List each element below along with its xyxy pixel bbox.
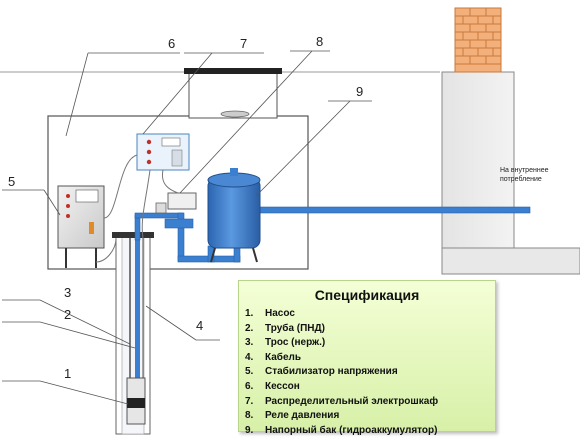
spec-item-index: 5. (245, 366, 254, 378)
spec-item-2: 2. Труба (ПНД) (245, 322, 495, 337)
pipeline (134, 206, 531, 263)
spec-item-1: 1. Насос (245, 307, 495, 322)
callout-8: 8 (316, 34, 324, 49)
spec-item-4: 4. Кабель (245, 351, 495, 366)
leader-lines (2, 50, 372, 405)
specification-panel: Спецификация 1. Насос 2. Труба (ПНД) 3. Тро… (238, 280, 496, 436)
spec-item-index: 9. (245, 424, 254, 436)
brick-chimney (454, 7, 502, 73)
callout-6: 6 (168, 36, 176, 51)
spec-item-text: Распределительный электрошкаф (265, 395, 439, 407)
caisson-neck (188, 71, 278, 119)
spec-item-text: Кабель (265, 351, 302, 363)
spec-item-index: 4. (245, 351, 254, 363)
spec-item-index: 2. (245, 322, 254, 334)
spec-item-index: 7. (245, 395, 254, 407)
callout-4: 4 (196, 318, 204, 333)
spec-item-text: Напорный бак (гидроаккумулятор) (265, 424, 438, 436)
spec-item-index: 3. (245, 337, 254, 349)
spec-item-text: Насос (265, 308, 295, 319)
spec-item-text: Кессон (265, 380, 300, 392)
wiring (95, 154, 179, 263)
electric-cabinet (136, 133, 190, 171)
pressure-relay (155, 192, 197, 214)
callout-7: 7 (240, 36, 248, 51)
callout-2: 2 (64, 307, 72, 322)
callout-3: 3 (64, 285, 72, 300)
submersible-pump (126, 377, 146, 425)
spec-item-text: Стабилизатор напряжения (265, 366, 398, 378)
voltage-stabilizer (57, 185, 105, 268)
spec-item-index: 8. (245, 410, 254, 422)
pnd-pipe (135, 238, 140, 398)
house-foundation (441, 247, 580, 275)
spec-item-7: 7. Распределительный электрошкаф (245, 395, 495, 410)
specification-list: 1. Насос 2. Труба (ПНД) 3. Трос (нерж.) 4. К… (239, 307, 495, 438)
spec-item-index: 1. (245, 308, 254, 319)
spec-item-9: 9. Напорный бак (гидроаккумулятор) (245, 424, 495, 438)
hatch (220, 110, 250, 118)
callout-1: 1 (64, 366, 72, 381)
spec-item-index: 6. (245, 380, 254, 392)
specification-title: Спецификация (314, 287, 420, 303)
caisson-lid (184, 68, 282, 74)
consumer-label: На внутреннее потребление (500, 167, 549, 183)
spec-item-3: 3. Трос (нерж.) (245, 336, 495, 351)
well-head (112, 232, 154, 238)
spec-item-text: Трос (нерж.) (265, 337, 326, 349)
pressure-tank (207, 168, 261, 263)
spec-item-5: 5. Стабилизатор напряжения (245, 365, 495, 380)
house-wall (441, 71, 515, 249)
spec-item-8: 8. Реле давления (245, 409, 495, 424)
spec-item-text: Реле давления (265, 410, 340, 422)
callout-5: 5 (8, 174, 16, 189)
callout-9: 9 (356, 84, 364, 99)
spec-item-text: Труба (ПНД) (265, 322, 325, 334)
spec-item-6: 6. Кессон (245, 380, 495, 395)
